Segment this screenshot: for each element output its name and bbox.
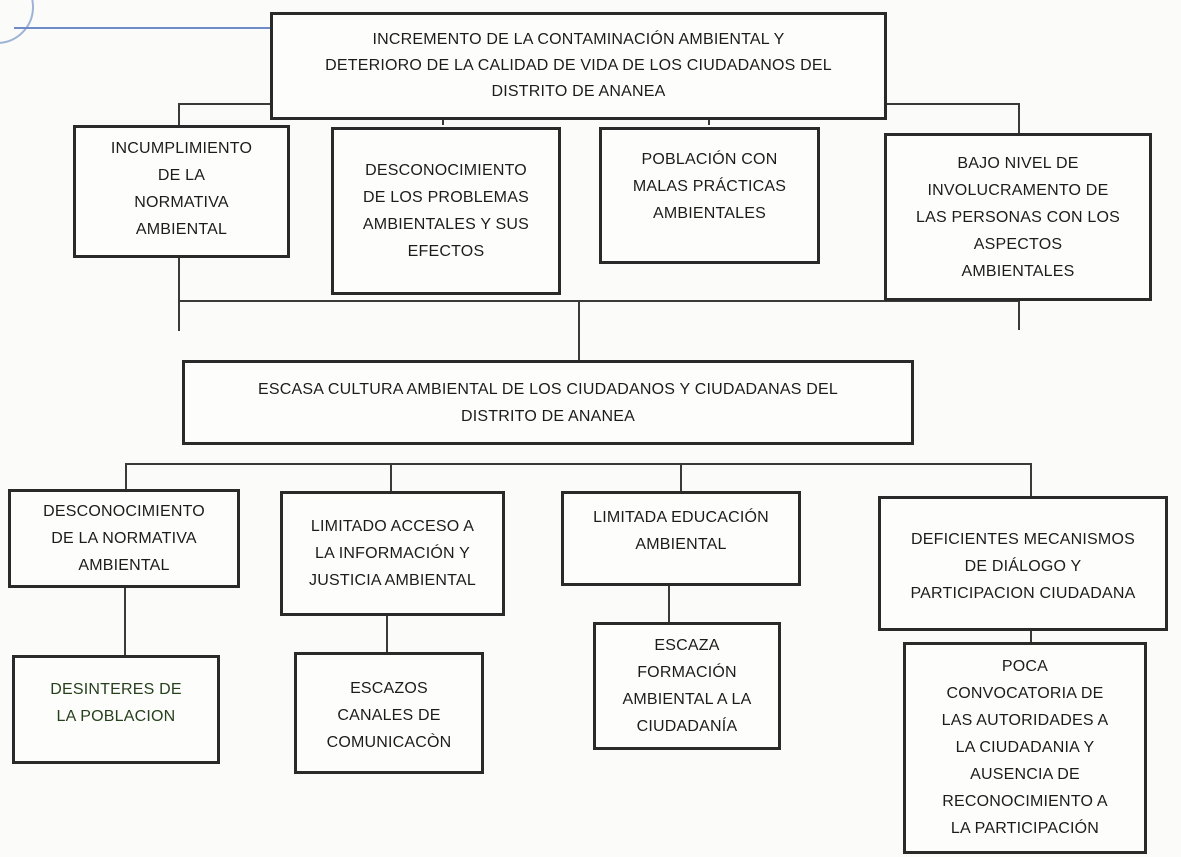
connector (1018, 286, 1020, 330)
central-problem-text: ESCASA CULTURA AMBIENTAL DE LOS CIUDADAN… (258, 380, 838, 425)
cause-box: DESCONOCIMIENTO DE LA NORMATIVA AMBIENTA… (8, 489, 240, 588)
connector (386, 612, 388, 654)
cause-text: LIMITADO ACCESO A LA INFORMACIÓN Y JUSTI… (309, 518, 476, 589)
connector (124, 585, 126, 660)
sub-cause-text: ESCAZA FORMACIÓN AMBIENTAL A LA CIUDADAN… (622, 637, 752, 735)
effect-text: BAJO NIVEL DE INVOLUCRAMENTO DE LAS PERS… (915, 154, 1121, 280)
connector (390, 463, 392, 493)
cause-box: DEFICIENTES MECANISMOS DE DIÁLOGO Y PART… (878, 496, 1168, 631)
connector (1030, 628, 1032, 650)
sub-cause-box: ESCAZA FORMACIÓN AMBIENTAL A LA CIUDADAN… (593, 622, 781, 750)
effect-box: INCUMPLIMIENTO DE LA NORMATIVA AMBIENTAL (73, 125, 290, 258)
sub-cause-box: POCA CONVOCATORIA DE LAS AUTORIDADES A L… (903, 642, 1147, 854)
effect-text: INCUMPLIMIENTO DE LA NORMATIVA AMBIENTAL (110, 139, 253, 238)
sub-cause-text: DESINTERES DE LA POBLACION (50, 681, 182, 725)
effect-box: POBLACIÓN CON MALAS PRÁCTICAS AMBIENTALE… (599, 127, 820, 264)
effect-text: POBLACIÓN CON MALAS PRÁCTICAS AMBIENTALE… (632, 151, 787, 222)
stamp-seal (0, 0, 34, 44)
connector (578, 300, 580, 360)
connector (668, 582, 670, 625)
connector-middle-bar (178, 300, 1020, 302)
connector (1030, 463, 1032, 498)
effect-main-text: INCREMENTO DE LA CONTAMINACIÓN AMBIENTAL… (325, 31, 832, 100)
effect-box: DESCONOCIMIENTO DE LOS PROBLEMAS AMBIENT… (331, 127, 561, 295)
connector (680, 463, 682, 493)
connector (178, 243, 180, 331)
cause-text: DESCONOCIMIENTO DE LA NORMATIVA AMBIENTA… (43, 503, 205, 574)
effect-text: DESCONOCIMIENTO DE LOS PROBLEMAS AMBIENT… (362, 162, 530, 260)
sub-cause-box: ESCAZOS CANALES DE COMUNICACÒN (294, 652, 484, 774)
effect-box: BAJO NIVEL DE INVOLUCRAMENTO DE LAS PERS… (884, 133, 1152, 301)
sub-cause-text: ESCAZOS CANALES DE COMUNICACÒN (326, 679, 452, 751)
connector (125, 463, 127, 491)
cause-box: LIMITADA EDUCACIÓN AMBIENTAL (561, 491, 801, 586)
central-problem-box: ESCASA CULTURA AMBIENTAL DE LOS CIUDADAN… (182, 360, 914, 445)
effect-main-box: INCREMENTO DE LA CONTAMINACIÓN AMBIENTAL… (270, 12, 887, 120)
cause-box: LIMITADO ACCESO A LA INFORMACIÓN Y JUSTI… (280, 491, 505, 616)
cause-text: LIMITADA EDUCACIÓN AMBIENTAL (593, 509, 769, 553)
sub-cause-text: POCA CONVOCATORIA DE LAS AUTORIDADES A L… (941, 658, 1109, 837)
connector (178, 103, 180, 125)
connector-causes-bar (125, 463, 1030, 465)
stamp-line (14, 27, 276, 29)
connector (1018, 103, 1020, 133)
cause-text: DEFICIENTES MECANISMOS DE DIÁLOGO Y PART… (910, 531, 1136, 602)
sub-cause-box: DESINTERES DE LA POBLACION (12, 655, 220, 764)
